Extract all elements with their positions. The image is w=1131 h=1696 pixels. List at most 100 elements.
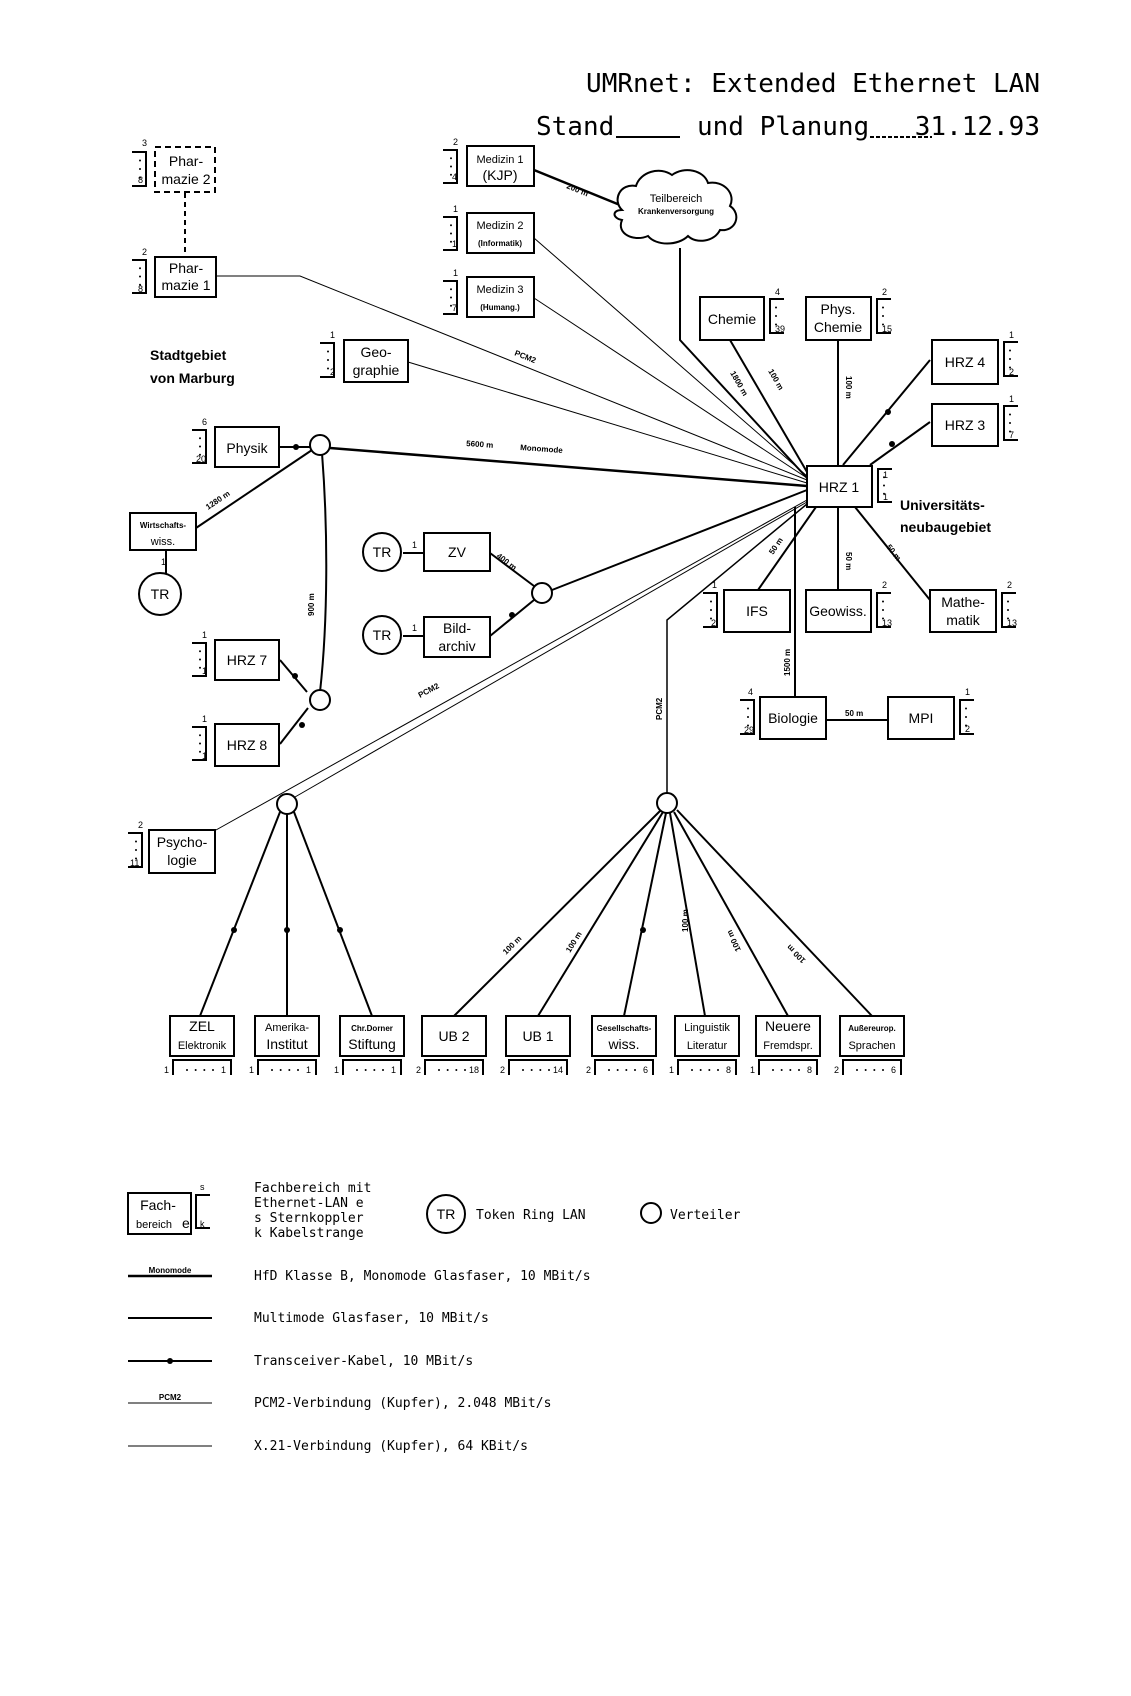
port-ellipsis-dot: [965, 716, 967, 718]
transceiver-dot: [299, 722, 305, 728]
port-ellipsis-dot: [798, 1069, 800, 1071]
coupler-k: 13: [1007, 618, 1017, 628]
node-label: Wirtschafts-: [140, 521, 186, 530]
node-label: graphie: [353, 362, 400, 378]
link-zv-hrz1: [551, 489, 808, 591]
node-ub1: UB 1 2 14: [500, 1015, 571, 1075]
port-ellipsis-dot: [373, 1069, 376, 1071]
edge-label: Monomode: [520, 443, 564, 455]
title-planung: und Planung: [697, 112, 869, 142]
node-label: Gesellschafts-: [597, 1024, 652, 1033]
coupler-bracket: [877, 468, 892, 503]
coupler-bracket: [758, 1059, 818, 1075]
node-box: [343, 339, 409, 383]
port-ellipsis-dot: [873, 1069, 876, 1071]
port-ellipsis-dot: [1007, 617, 1009, 620]
node-ub2: UB 2 2 18: [416, 1015, 487, 1075]
port-ellipsis-dot: [608, 1069, 610, 1071]
node-label: IFS: [746, 603, 768, 619]
node-box: [169, 1015, 235, 1057]
node-box: [154, 146, 216, 193]
coupler-k: 18: [469, 1065, 479, 1075]
node-box: [466, 145, 535, 187]
coupler-k: 6: [643, 1065, 648, 1075]
node-medizin1: Medizin 1 (KJP) 2 4: [443, 137, 535, 187]
coupler-k: 2: [1009, 367, 1014, 377]
node-label: Chr.Dorner: [351, 1024, 393, 1033]
port-ellipsis-dot: [446, 1069, 449, 1071]
link-ub2: [453, 810, 661, 1017]
coupler-s: 1: [883, 470, 888, 480]
port-ellipsis-dot: [1009, 366, 1011, 369]
node-geowiss: Geowiss. 2 13: [805, 580, 892, 633]
link-physik-hrz1: [329, 446, 808, 488]
coupler-bracket: [769, 298, 784, 334]
legend-item: Transceiver-Kabel, 10 MBit/s: [254, 1354, 473, 1369]
port-ellipsis-dot: [882, 600, 884, 603]
port-ellipsis-dot: [775, 306, 777, 309]
port-ellipsis-dot: [199, 734, 201, 737]
node-physchemie: Phys. Chemie 2 15: [805, 287, 892, 341]
node-zv: ZV 1: [412, 532, 491, 572]
node-box: [154, 256, 217, 298]
coupler-k: 1: [202, 666, 207, 676]
token-ring-zv: [362, 532, 402, 572]
node-box: [806, 465, 873, 508]
port-ellipsis-dot: [882, 609, 884, 611]
coupler-s: 1: [249, 1065, 254, 1075]
port-ellipsis-dot: [625, 1069, 628, 1071]
node-label: Chemie: [708, 311, 756, 327]
title-stand: Stand: [536, 112, 614, 142]
node-label: Mathe-: [941, 594, 985, 610]
port-ellipsis-dot: [634, 1069, 636, 1071]
port-ellipsis-dot: [139, 267, 141, 270]
coupler-s: 4: [748, 687, 753, 697]
node-aussereurop: Außereurop. Sprachen 2 6: [834, 1015, 905, 1075]
coupler-bracket: [876, 298, 891, 334]
link-pharm1-hrz1: [216, 275, 808, 481]
coupler-s: 2: [416, 1065, 421, 1075]
node-ifs: IFS 1 2: [703, 580, 791, 633]
coupler-s: 4: [775, 287, 780, 297]
coupler-s: 1: [202, 714, 207, 724]
coupler-bracket: [703, 592, 718, 628]
edge-label: PCM2: [655, 697, 664, 720]
link-hrz8: [279, 707, 309, 745]
legend: Fach- bereich e s k Fachbereich mit Ethe…: [127, 1181, 741, 1454]
port-ellipsis-dot: [1009, 430, 1011, 433]
coupler-s: 1: [334, 1065, 339, 1075]
node-pharmazie1: Phar- mazie 1 2 8: [132, 247, 217, 298]
node-label: HRZ 3: [945, 417, 986, 433]
token-ring-bild: [362, 615, 402, 655]
coupler-k: 1: [306, 1065, 311, 1075]
port-ellipsis-dot: [438, 1069, 440, 1071]
legend-box-k: k: [200, 1219, 205, 1229]
transceiver-dot: [292, 673, 298, 679]
link-bl-hrz1: [294, 501, 808, 798]
token-ring-label: TR: [151, 586, 170, 602]
port-ellipsis-dot: [717, 1069, 719, 1071]
port-ellipsis-dot: [356, 1069, 358, 1071]
edge-label: 900 m: [307, 593, 316, 616]
port-ellipsis-dot: [1009, 349, 1011, 352]
link-neuere: [673, 811, 789, 1017]
port-ellipsis-dot: [450, 304, 452, 307]
node-box: [466, 276, 535, 318]
port-ellipsis-dot: [539, 1069, 542, 1071]
coupler-k: 1: [883, 492, 888, 502]
port-ellipsis-dot: [450, 224, 452, 227]
node-box: [759, 696, 827, 740]
legend-tr-label: TR: [437, 1206, 456, 1222]
edge-label: 50 m: [767, 536, 785, 556]
node-label: Biologie: [768, 710, 818, 726]
cloud-krankenversorgung: Teilbereich Krankenversorgung: [613, 169, 738, 245]
coupler-bracket: [876, 592, 891, 628]
link-br-hrz1: [666, 503, 808, 793]
node-label: ZEL: [189, 1018, 215, 1034]
legend-item: HfD Klasse B, Monomode Glasfaser, 10 MBi…: [254, 1269, 591, 1284]
coupler-k: 8: [138, 175, 143, 185]
edge-label: 100 m: [501, 934, 523, 956]
coupler-s: 1: [164, 1065, 169, 1075]
coupler-bracket: [740, 699, 755, 735]
coupler-bracket: [320, 342, 335, 378]
